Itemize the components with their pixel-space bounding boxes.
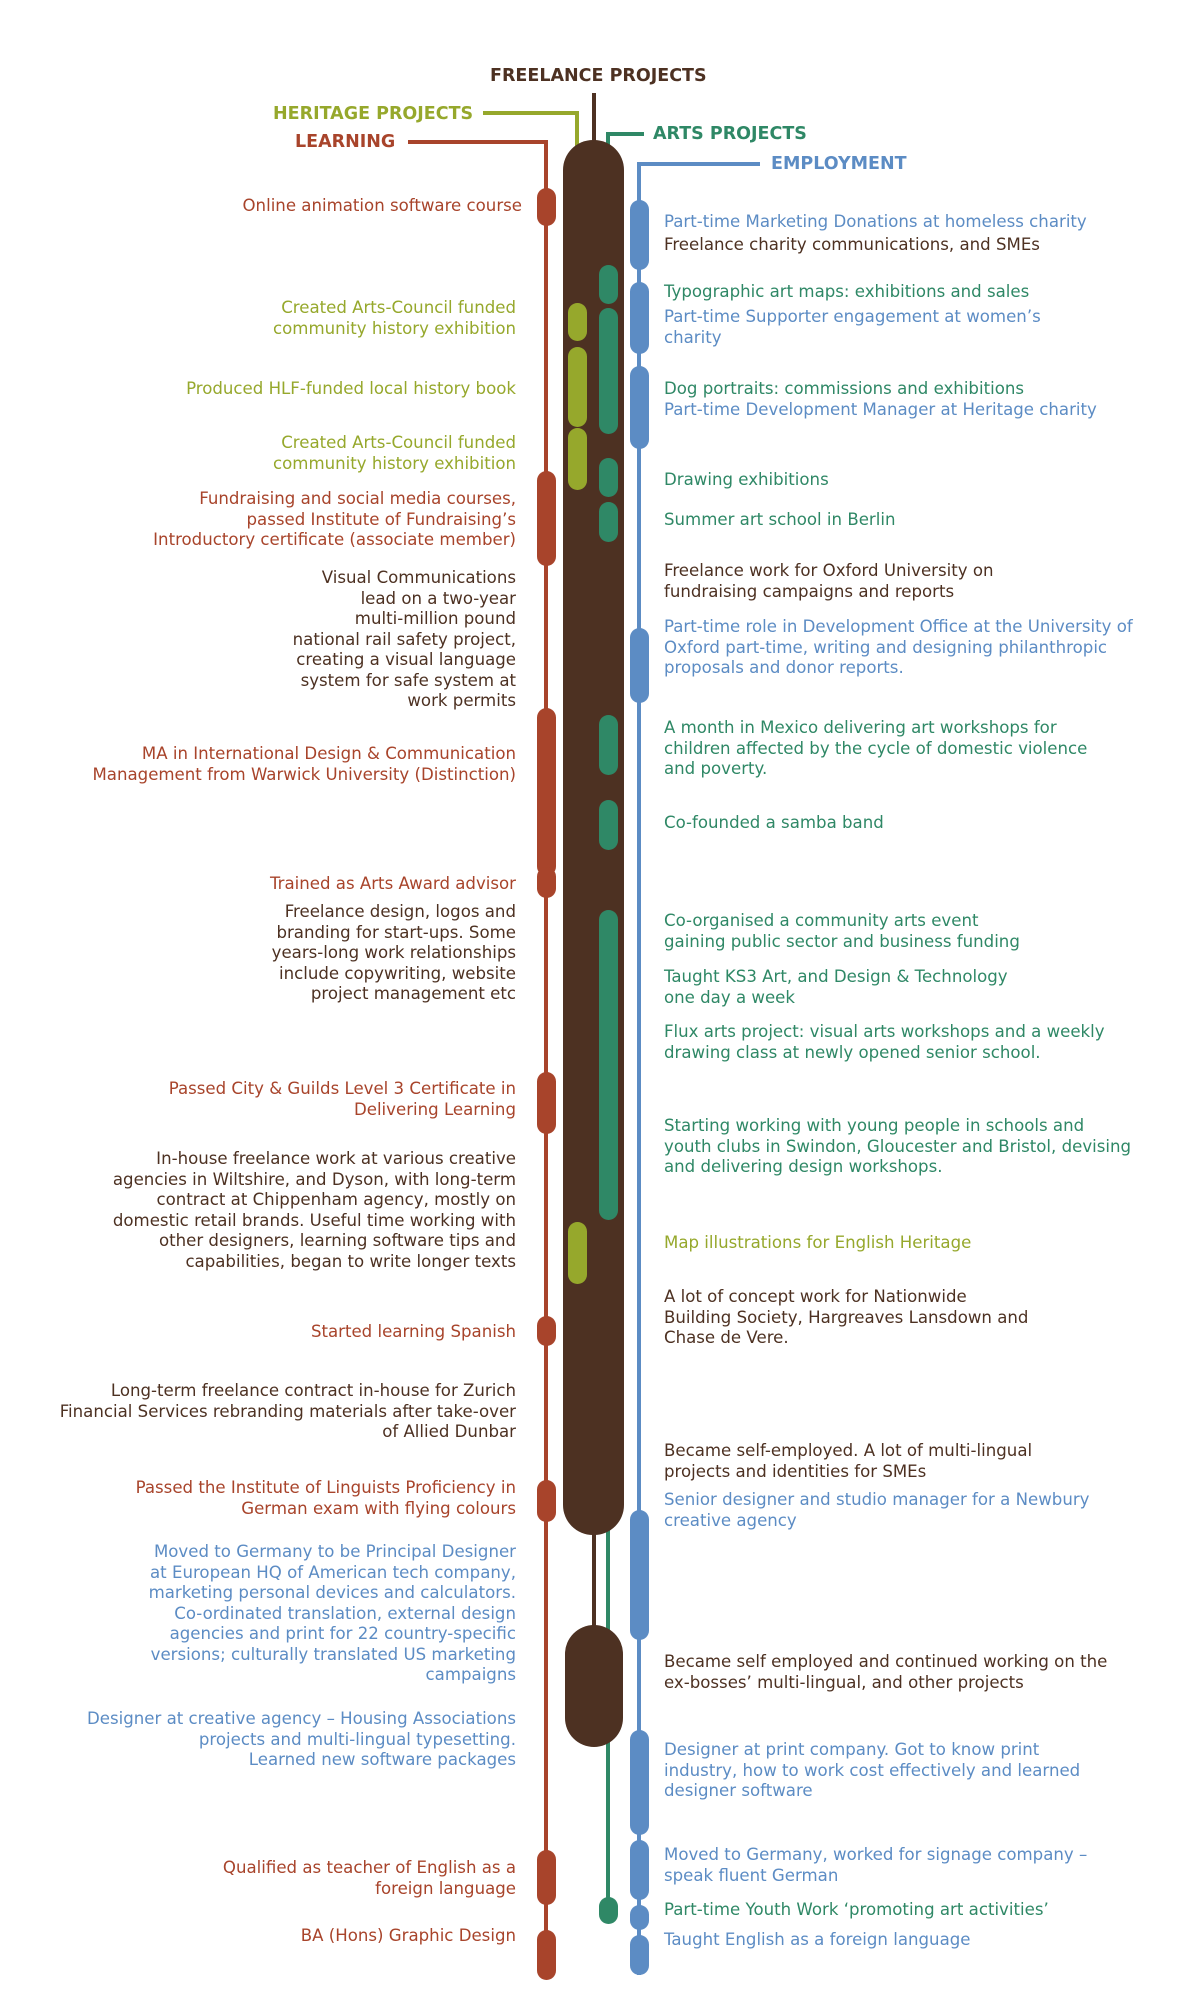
arts-bar xyxy=(599,910,618,1220)
learning-connector xyxy=(408,140,548,1975)
employment-bar xyxy=(630,1730,649,1835)
timeline-entry-right: Map illustrations for English Heritage xyxy=(664,1233,972,1252)
arts-bar xyxy=(599,265,618,304)
timeline-entry-right: Part-time Marketing Donations at homeles… xyxy=(664,212,1087,231)
header-freelance-projects: FREELANCE PROJECTS xyxy=(490,66,707,86)
heritage-bar xyxy=(568,347,587,427)
learning-bar xyxy=(537,708,556,876)
timeline-entry-right: Drawing exhibitions xyxy=(664,470,829,489)
timeline-entry-left: Online animation software course xyxy=(242,196,523,215)
arts-bar xyxy=(599,308,618,434)
timeline-entry-right: Part-time Youth Work ‘promoting art acti… xyxy=(664,1900,1049,1919)
timeline-entry-left: Produced HLF-funded local history book xyxy=(186,379,516,398)
timeline-entry-left: Long-term freelance contract in-house fo… xyxy=(59,1381,516,1441)
timeline-entry-left: Passed City & Guilds Level 3 Certificate… xyxy=(168,1079,516,1119)
learning-bar xyxy=(537,1930,556,1980)
learning-bar xyxy=(537,1850,556,1905)
employment-bar xyxy=(630,282,649,354)
arts-bar xyxy=(599,800,618,850)
timeline-entry-left: Started learning Spanish xyxy=(310,1322,516,1341)
employment-connector xyxy=(637,162,760,1975)
learning-bar xyxy=(537,1072,556,1134)
header-arts-projects: ARTS PROJECTS xyxy=(653,124,807,144)
learning-bar xyxy=(537,471,556,566)
employment-bar xyxy=(630,628,649,703)
timeline-entry-left: In-house freelance work at various creat… xyxy=(112,1149,516,1271)
timeline-entry-left: BA (Hons) Graphic Design xyxy=(300,1926,516,1945)
heritage-bar xyxy=(568,303,587,341)
timeline-entry-right: Starting working with young people in sc… xyxy=(664,1116,1132,1176)
learning-bar xyxy=(537,867,556,898)
arts-bar xyxy=(599,1897,618,1924)
timeline-entry-right: Typographic art maps: exhibitions and sa… xyxy=(664,282,1030,301)
employment-bar xyxy=(630,1905,649,1930)
heritage-bar xyxy=(568,1222,587,1284)
header-employment: EMPLOYMENT xyxy=(771,154,907,174)
timeline-entry-right: Part-time Development Manager at Heritag… xyxy=(664,400,1097,419)
learning-bar xyxy=(537,1316,556,1346)
timeline-entry-right: Moved to Germany, worked for signage com… xyxy=(664,1845,1088,1885)
timeline-entry-right: Dog portraits: commissions and exhibitio… xyxy=(664,379,1025,398)
timeline-entry-right: Designer at print company. Got to know p… xyxy=(664,1740,1081,1800)
header-learning: LEARNING xyxy=(295,132,396,152)
timeline-entry-left: Trained as Arts Award advisor xyxy=(269,874,516,893)
timeline-entry-right: Became self employed and continued worki… xyxy=(664,1652,1108,1692)
learning-bar xyxy=(537,188,556,226)
timeline-entry-right: Flux arts project: visual arts workshops… xyxy=(664,1022,1105,1062)
timeline-entry-left: Moved to Germany to be Principal Designe… xyxy=(148,1542,516,1684)
arts-bar xyxy=(599,458,618,497)
arts-bar xyxy=(599,715,618,775)
timeline-entry-right: Senior designer and studio manager for a… xyxy=(664,1490,1090,1530)
timeline-entry-right: Taught English as a foreign language xyxy=(664,1930,971,1949)
timeline-entry-left: MA in International Design & Communicati… xyxy=(92,744,516,784)
timeline-entry-right: Part-time role in Development Office at … xyxy=(664,617,1133,677)
employment-bar xyxy=(630,1510,649,1640)
timeline-entry-right: Co-founded a samba band xyxy=(664,813,884,832)
freelance-lower-bar xyxy=(565,1625,623,1747)
timeline-entry-right: Freelance charity communications, and SM… xyxy=(664,235,1040,254)
timeline-entry-right: Part-time Supporter engagement at women’… xyxy=(664,307,1041,347)
employment-bar xyxy=(630,1935,649,1975)
timeline-entry-right: Summer art school in Berlin xyxy=(664,510,896,529)
timeline-entry-right: Became self-employed. A lot of multi-lin… xyxy=(664,1441,1033,1481)
arts-bar xyxy=(599,502,618,542)
learning-bar xyxy=(537,1480,556,1522)
employment-bar xyxy=(630,1840,649,1900)
timeline-entry-left: Passed the Institute of Linguists Profic… xyxy=(135,1478,516,1518)
employment-bar xyxy=(630,366,649,449)
employment-bar xyxy=(630,200,649,270)
timeline-entry-left: Designer at creative agency – Housing As… xyxy=(87,1709,516,1769)
timeline-entry-left: Fundraising and social media courses,pas… xyxy=(153,489,516,549)
heritage-bar xyxy=(568,428,587,490)
header-heritage-projects: HERITAGE PROJECTS xyxy=(273,104,474,124)
timeline-entry-right: A month in Mexico delivering art worksho… xyxy=(664,718,1088,778)
